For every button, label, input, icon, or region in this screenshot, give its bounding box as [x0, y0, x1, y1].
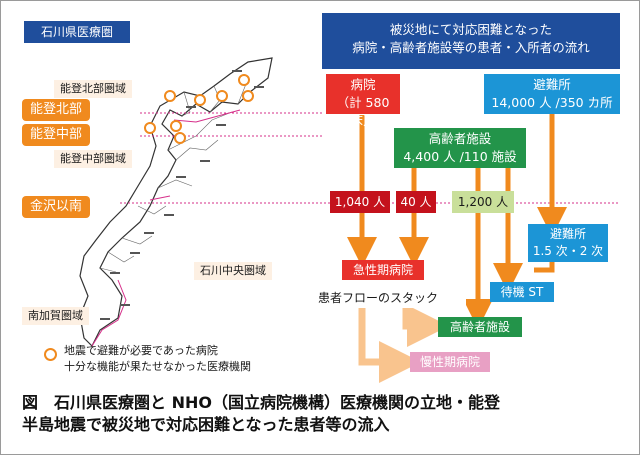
flow-count-40: 40 人: [396, 191, 436, 213]
hospital-marker: [242, 90, 254, 102]
waiting-station-box: 待機 ST: [490, 282, 554, 302]
shelter-count: 14,000 人 /350 カ所: [491, 95, 613, 110]
acute-hospital-box: 急性期病院: [342, 260, 424, 280]
elderly-facility-title: 高齢者施設: [428, 131, 492, 146]
hospital-box: 病院 （計 580 床）: [326, 74, 400, 128]
hospital-beds: （計 580 床）: [336, 95, 390, 128]
arrow-secondary-waiting: [534, 258, 555, 273]
hospital-marker: [170, 120, 182, 132]
shelter-title: 避難所: [533, 77, 571, 92]
hospital-marker: [216, 90, 228, 102]
elderly-facility-count: 4,400 人 /110 施設: [403, 149, 517, 164]
region-title: 石川県医療圏: [24, 21, 130, 43]
affected-hospital-markers: [144, 74, 254, 144]
figure-caption: 図 石川県医療圏と NHO（国立病院機構）医療機関の立地・能登 半島地震で被災地…: [22, 392, 622, 436]
hospital-marker: [164, 90, 176, 102]
secondary-shelter-type: 1.5 次・2 次: [532, 244, 604, 258]
area-minami-kaga-zone: 南加賀圏域: [22, 307, 89, 325]
flow-header-line-1: 被災地にて対応困難となった: [389, 22, 553, 37]
area-noto-north-zone: 能登北部圏域: [54, 80, 132, 98]
shelter-box: 避難所 14,000 人 /350 カ所: [484, 74, 620, 114]
legend-circle-icon: [44, 348, 57, 361]
arrow-stack-facility: [402, 305, 449, 347]
municipal-boundaries: [99, 83, 247, 273]
secondary-shelter-title: 避難所: [549, 227, 586, 241]
legend-text: 地震で避難が必要であった病院 十分な機能が果たせなかった医療機関: [64, 343, 251, 375]
hospital-marker: [144, 122, 156, 134]
stack-label: 患者フローのスタック: [318, 288, 466, 308]
hospital-marker: [194, 94, 206, 106]
elderly-facility-dest-box: 高齢者施設: [438, 317, 522, 337]
area-noto-central: 能登中部: [22, 124, 91, 146]
area-ishikawa-central-zone: 石川中央圏域: [194, 262, 272, 280]
hospital-title: 病院: [350, 77, 376, 92]
hospital-marker: [238, 74, 250, 86]
place-name-marks: [100, 70, 264, 320]
caption-line-2: 半島地震で被災地で対応困難となった患者等の流入: [22, 415, 390, 434]
area-kanazawa-south: 金沢以南: [22, 196, 91, 218]
flow-header-line-2: 病院・高齢者施設等の患者・入所者の流れ: [352, 40, 590, 55]
flow-header: 被災地にて対応困難となった 病院・高齢者施設等の患者・入所者の流れ: [322, 13, 620, 69]
area-noto-central-zone: 能登中部圏域: [54, 150, 132, 168]
caption-line-1: 図 石川県医療圏と NHO（国立病院機構）医療機関の立地・能登: [22, 393, 500, 412]
elderly-facility-box: 高齢者施設 4,400 人 /110 施設: [394, 128, 526, 168]
area-noto-north: 能登北部: [22, 99, 91, 121]
legend-line-1: 地震で避難が必要であった病院: [64, 344, 218, 357]
flow-count-1040: 1,040 人: [330, 191, 390, 213]
arrow-stack-chronic: [358, 306, 421, 383]
legend-line-2: 十分な機能が果たせなかった医療機関: [64, 360, 251, 373]
flow-count-1200: 1,200 人: [452, 191, 514, 213]
secondary-shelter-box: 避難所 1.5 次・2 次: [528, 224, 608, 262]
chronic-hospital-box: 慢性期病院: [410, 352, 490, 372]
hospital-marker: [174, 132, 186, 144]
